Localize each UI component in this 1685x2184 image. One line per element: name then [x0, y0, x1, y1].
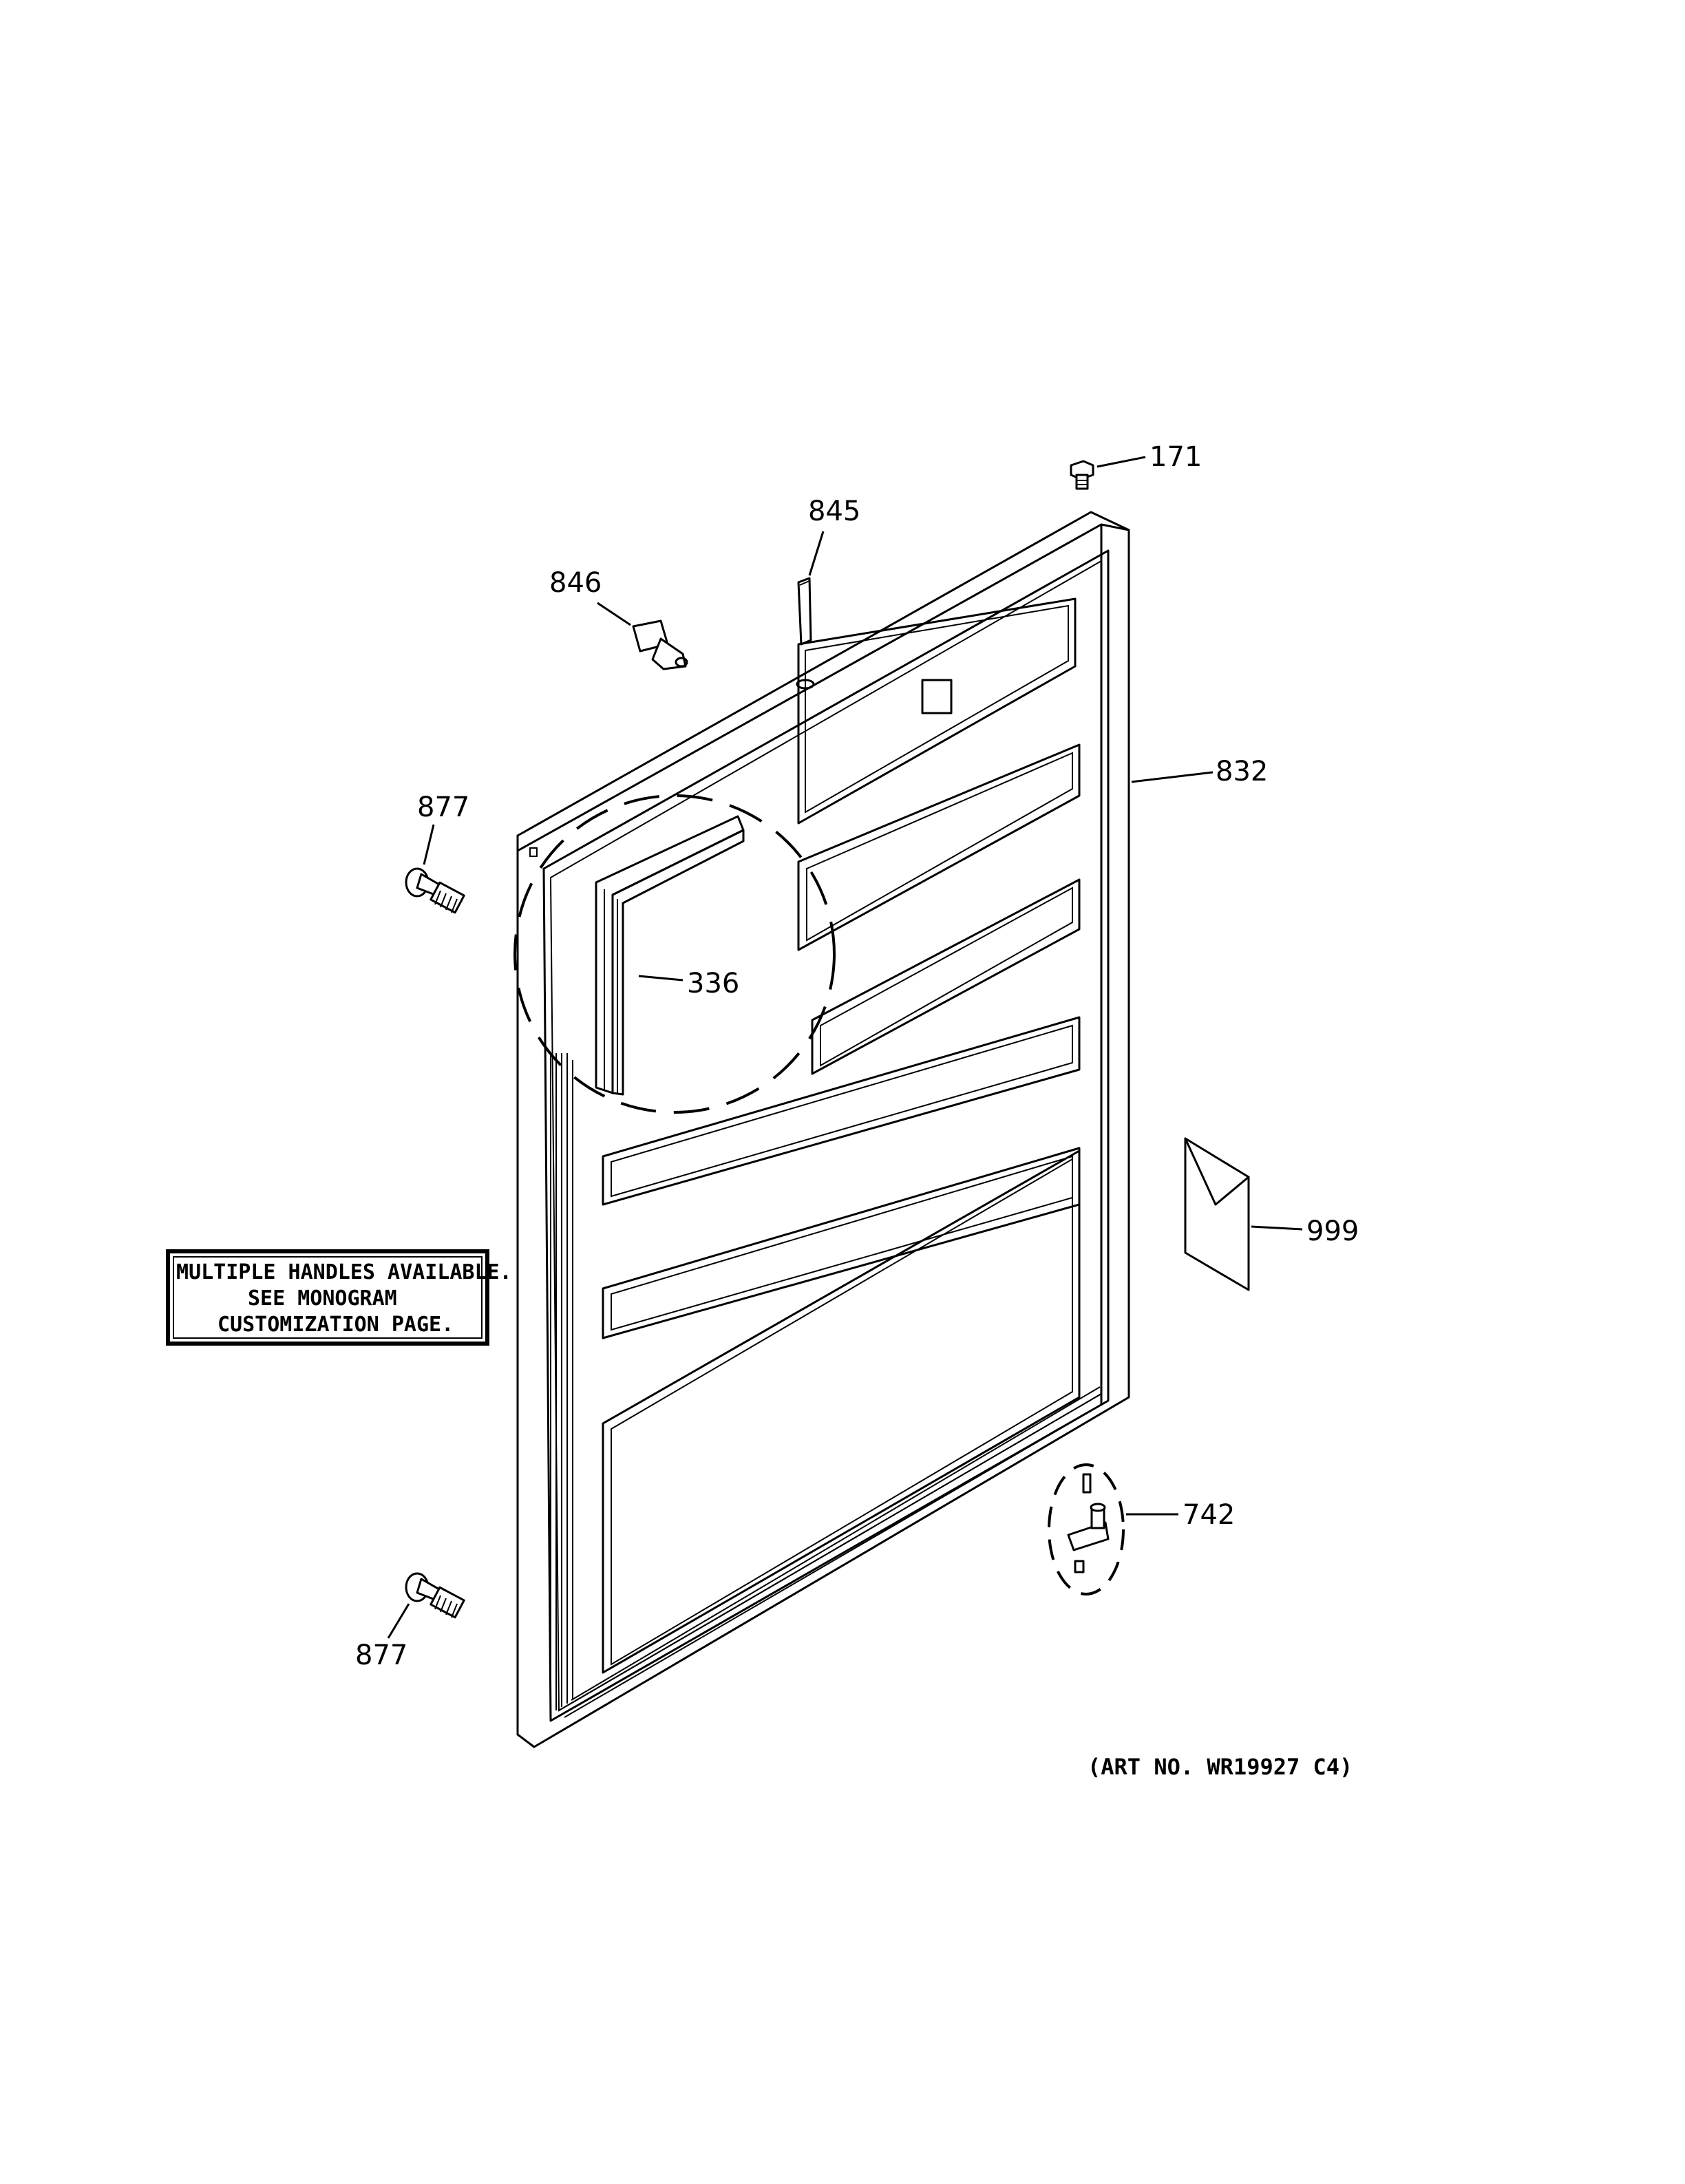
note-line-1: MULTIPLE HANDLES AVAILABLE. — [176, 1260, 512, 1284]
part-877-bottom-icon — [405, 1572, 465, 1619]
leader-171 — [1096, 456, 1146, 468]
callout-999: 999 — [1306, 1216, 1359, 1247]
art-number: (ART NO. WR19927 C4) — [1088, 1754, 1353, 1780]
callout-171: 171 — [1149, 441, 1202, 473]
leader-832 — [1131, 771, 1214, 783]
leader-877-bottom — [387, 1603, 410, 1639]
door-panel — [516, 511, 1130, 1748]
note-line-2: SEE MONOGRAM — [248, 1286, 397, 1311]
handles-note-box: MULTIPLE HANDLES AVAILABLE. SEE MONOGRAM… — [166, 1249, 512, 1346]
leader-846 — [597, 602, 631, 626]
callout-877-bottom: 877 — [355, 1640, 407, 1671]
leader-845 — [808, 531, 825, 576]
leader-336 — [638, 975, 683, 982]
callout-846: 846 — [549, 567, 602, 599]
note-line-3: CUSTOMIZATION PAGE. — [218, 1313, 454, 1337]
callout-832: 832 — [1216, 756, 1268, 787]
gasket-detail-circle — [513, 794, 836, 1114]
part-742-icon — [1048, 1463, 1125, 1595]
part-845-icon — [797, 577, 812, 646]
leader-999 — [1251, 1225, 1303, 1231]
leader-877-top — [423, 824, 435, 865]
part-877-top-icon — [405, 867, 465, 914]
callout-742: 742 — [1183, 1499, 1235, 1531]
part-999-icon — [1184, 1137, 1250, 1291]
callout-877-top: 877 — [417, 792, 469, 823]
part-171-icon — [1070, 460, 1094, 490]
part-846-icon — [632, 619, 688, 670]
callout-845: 845 — [808, 496, 860, 527]
callout-336: 336 — [687, 968, 739, 999]
